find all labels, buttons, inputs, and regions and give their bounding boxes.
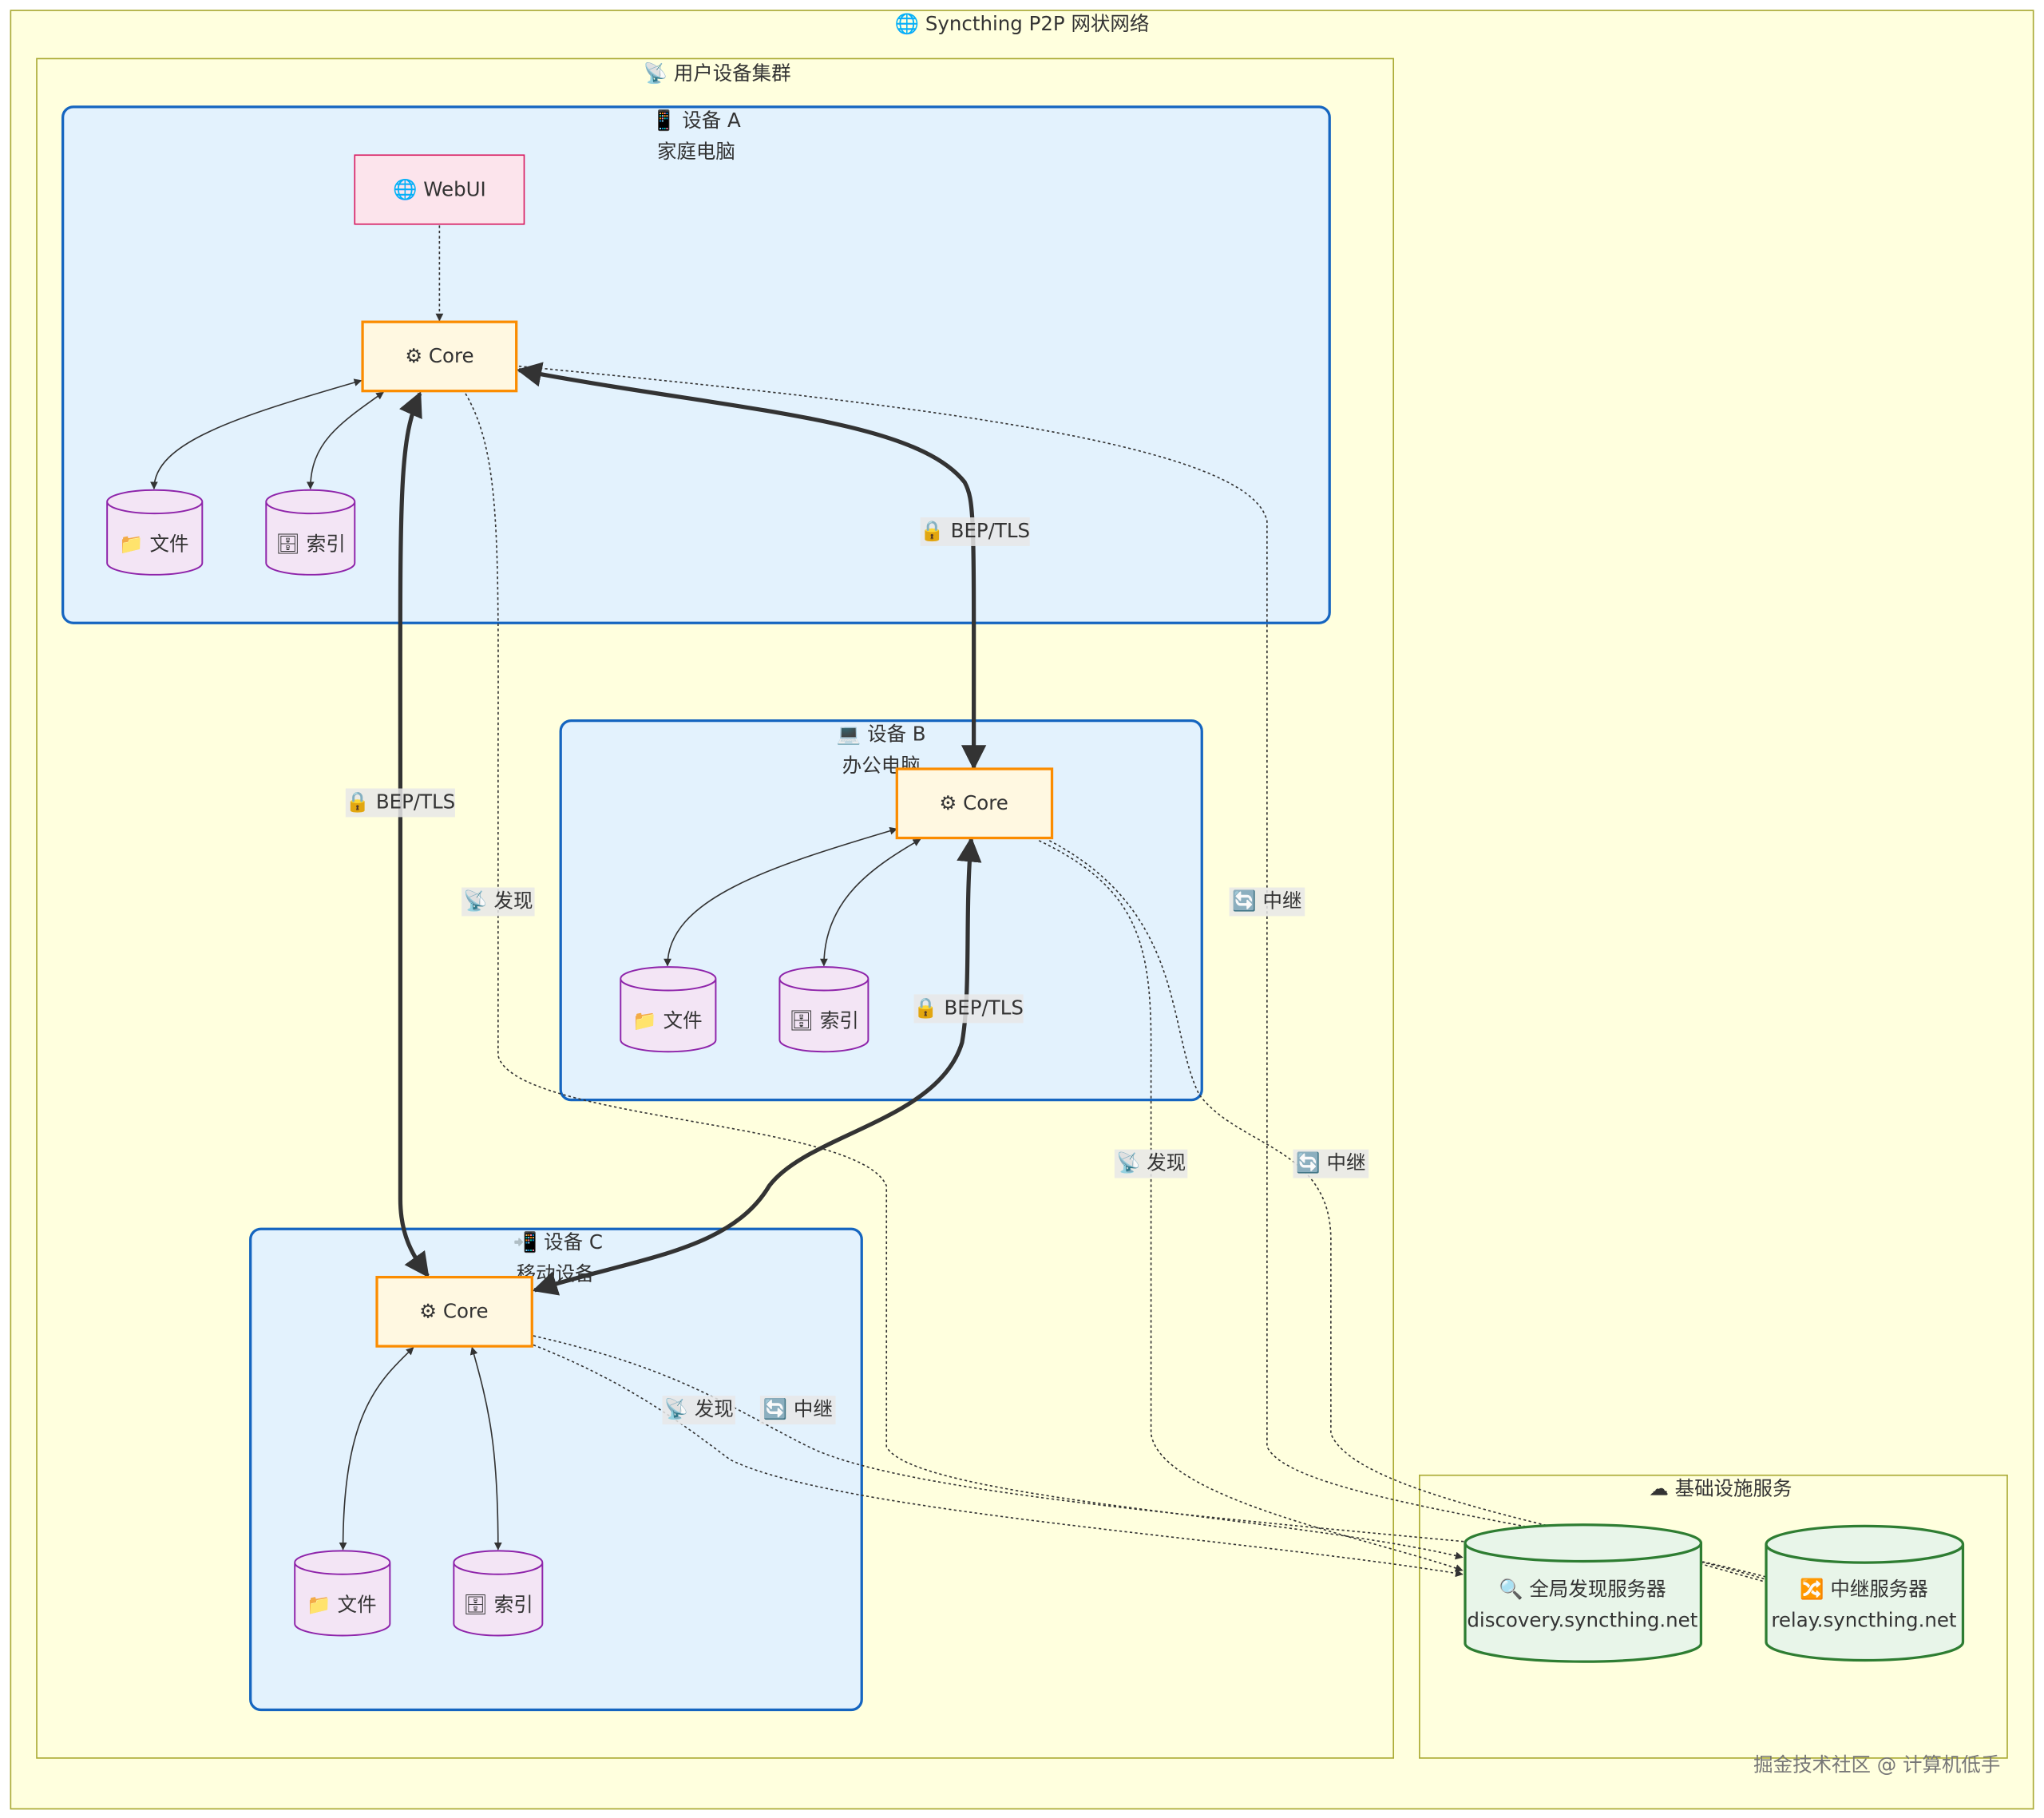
edge-a-b-bep	[516, 362, 987, 770]
relay-name: 🔀 中继服务器	[1800, 1577, 1928, 1600]
files-a-label: 📁 文件	[119, 532, 188, 555]
relay-host: relay.syncthing.net	[1771, 1609, 1957, 1632]
edge-label-a-discover: 📡 发现	[461, 887, 535, 917]
edge-core-c-index	[469, 1346, 502, 1551]
webui-node[interactable]: 🌐 WebUI	[354, 154, 525, 225]
edge-b-discovery	[1038, 840, 1464, 1572]
edge-c-discovery	[533, 1344, 1464, 1578]
edge-a-c-bep	[398, 391, 430, 1278]
svg-text:🔒 BEP/TLS: 🔒 BEP/TLS	[913, 996, 1024, 1019]
core-b-node[interactable]: ⚙ Core	[895, 767, 1054, 840]
svg-text:🔒 BEP/TLS: 🔒 BEP/TLS	[920, 519, 1030, 542]
files-b-label: 📁 文件	[632, 1009, 702, 1032]
diagram-title: 🌐 Syncthing P2P 网状网络	[895, 12, 1150, 35]
files-a-node[interactable]	[106, 489, 204, 576]
svg-text:🔄 中继: 🔄 中继	[1296, 1151, 1365, 1174]
edge-core-a-index	[306, 391, 384, 490]
edge-label-b-relay: 🔄 中继	[1293, 1149, 1369, 1178]
discovery-host: discovery.syncthing.net	[1467, 1609, 1697, 1632]
edge-core-c-files	[339, 1347, 414, 1551]
device-c: 📲 设备 C 移动设备	[249, 1227, 863, 1712]
svg-text:📡 发现: 📡 发现	[1116, 1151, 1186, 1174]
index-c-node[interactable]	[453, 1550, 544, 1637]
relay-node[interactable]	[1765, 1524, 1965, 1662]
user-devices-title: 📡 用户设备集群	[644, 61, 791, 85]
edge-label-b-discover: 📡 发现	[1114, 1149, 1188, 1178]
index-c-label: 🗄 索引	[463, 1593, 533, 1616]
edge-label-b-c: 🔒 BEP/TLS	[913, 994, 1024, 1024]
core-c-node[interactable]: ⚙ Core	[375, 1275, 533, 1348]
device-a-subtitle: 家庭电脑	[657, 140, 735, 163]
discovery-node[interactable]	[1464, 1523, 1703, 1663]
edge-label-a-c: 🔒 BEP/TLS	[346, 788, 456, 818]
svg-text:📡 发现: 📡 发现	[463, 889, 533, 913]
svg-text:🌐 WebUI: 🌐 WebUI	[393, 177, 486, 200]
edge-label-c-discover: 📡 发现	[662, 1396, 735, 1425]
svg-text:🔄 中继: 🔄 中继	[763, 1397, 833, 1420]
edge-b-c-bep	[532, 837, 982, 1296]
core-a-node[interactable]: ⚙ Core	[361, 320, 518, 393]
edge-a-relay	[518, 365, 1767, 1578]
files-b-node[interactable]	[620, 966, 717, 1053]
svg-text:⚙ Core: ⚙ Core	[939, 791, 1008, 814]
edge-c-relay	[533, 1335, 1767, 1583]
edge-label-c-relay: 🔄 中继	[759, 1396, 836, 1425]
infra-title: ☁ 基础设施服务	[1649, 1477, 1792, 1500]
svg-text:⚙ Core: ⚙ Core	[405, 344, 473, 367]
device-c-title: 📲 设备 C	[513, 1230, 603, 1254]
files-c-node[interactable]	[294, 1550, 391, 1637]
index-a-node[interactable]	[265, 489, 356, 576]
files-c-label: 📁 文件	[307, 1593, 376, 1616]
index-b-label: 🗄 索引	[789, 1009, 859, 1032]
svg-text:🔒 BEP/TLS: 🔒 BEP/TLS	[346, 790, 456, 813]
svg-text:⚙ Core: ⚙ Core	[419, 1300, 488, 1323]
edge-label-a-b: 🔒 BEP/TLS	[920, 517, 1030, 546]
svg-text:📡 发现: 📡 发现	[664, 1396, 734, 1420]
discovery-name: 🔍 全局发现服务器	[1499, 1576, 1666, 1600]
svg-text:🔄 中继: 🔄 中继	[1232, 889, 1301, 913]
device-a: 📱 设备 A 家庭电脑	[61, 105, 1331, 624]
watermark: 掘金技术社区 @ 计算机低手	[1753, 1753, 2000, 1776]
index-a-label: 🗄 索引	[275, 532, 346, 555]
device-a-title: 📱 设备 A	[652, 109, 741, 132]
edge-label-a-relay: 🔄 中继	[1229, 887, 1305, 917]
device-b-title: 💻 设备 B	[837, 723, 926, 746]
index-b-node[interactable]	[778, 966, 869, 1053]
